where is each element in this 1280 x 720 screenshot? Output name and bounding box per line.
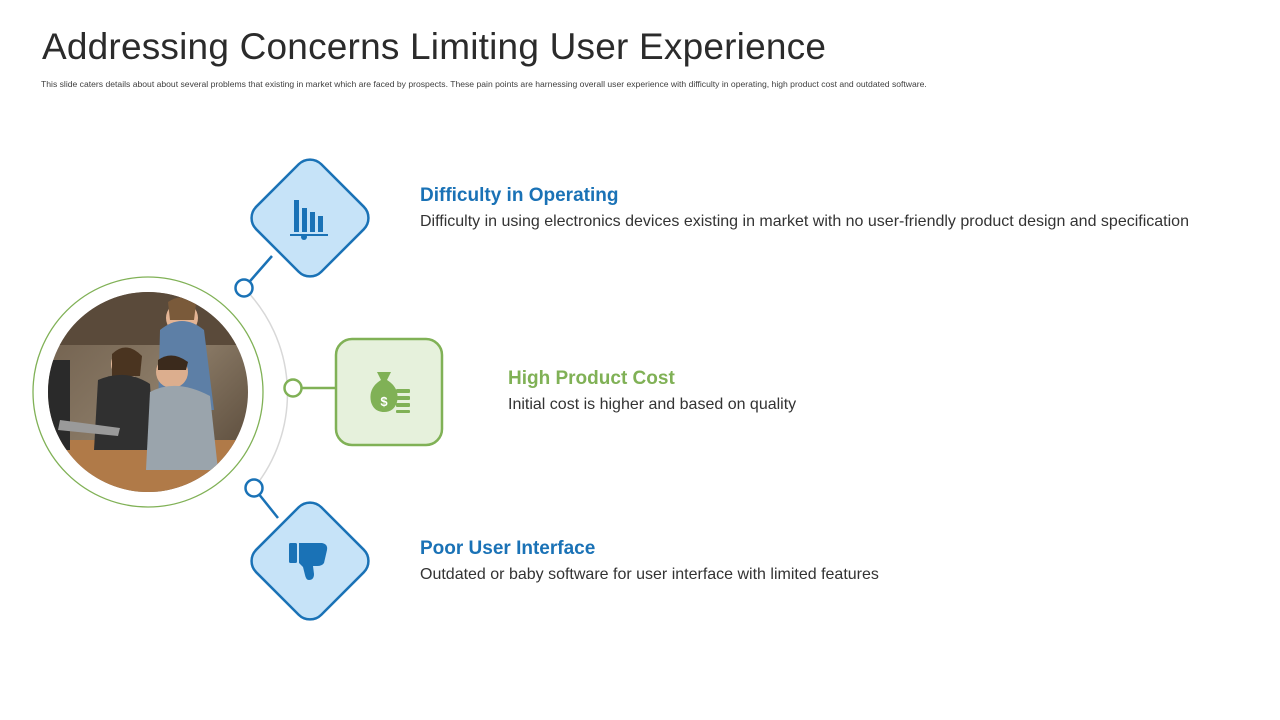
item-description: Difficulty in using electronics devices … — [420, 213, 1189, 230]
item-difficulty-in-operating: Difficulty in Operating Difficulty in us… — [420, 184, 1240, 233]
item-description: Outdated or baby software for user inter… — [420, 566, 879, 583]
connector-node — [283, 378, 303, 398]
item-description: Initial cost is higher and based on qual… — [508, 396, 797, 413]
page-subtitle: This slide caters details about about se… — [41, 79, 927, 89]
item-high-product-cost: High Product Cost Initial cost is higher… — [508, 367, 1208, 416]
item-poor-user-interface: Poor User Interface Outdated or baby sof… — [420, 537, 1240, 586]
money-bag-icon: $ — [370, 372, 410, 413]
item-heading: High Product Cost — [508, 368, 675, 389]
bar-chart-icon — [290, 200, 328, 240]
item-heading: Poor User Interface — [420, 538, 596, 559]
item-heading: Difficulty in Operating — [420, 185, 619, 206]
page-title: Addressing Concerns Limiting User Experi… — [42, 26, 827, 67]
connector-node — [244, 478, 264, 498]
svg-text:$: $ — [380, 394, 388, 409]
thumbs-down-icon — [289, 543, 328, 580]
connector-node — [234, 278, 254, 298]
